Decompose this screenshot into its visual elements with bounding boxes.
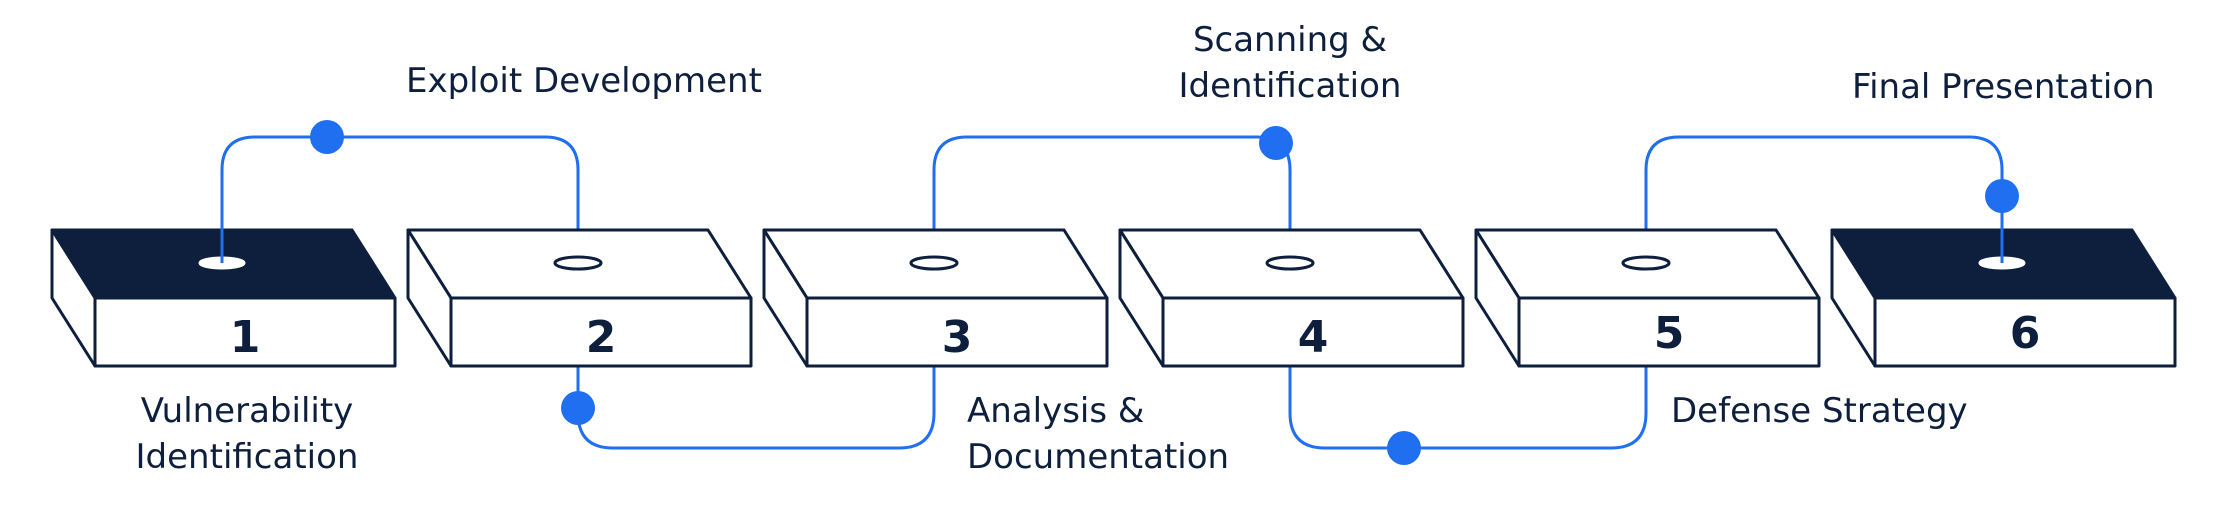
step-6-number: 6 — [2010, 308, 2041, 359]
step-5-hole — [1621, 255, 1671, 271]
step-4-label: Scanning & Identification — [1150, 17, 1430, 109]
connector-5-6 — [1644, 135, 2004, 263]
connector-dot-2-3 — [561, 391, 595, 425]
step-6-label-line1: Final Presentation — [1852, 67, 2155, 107]
step-5-label: Defense Strategy — [1671, 388, 1968, 434]
connector-dot-3-4 — [1259, 126, 1293, 160]
connector-dot-5-6 — [1985, 179, 2019, 213]
step-2-label: Exploit Development — [406, 58, 762, 104]
step-6-box: 6 — [1830, 228, 2177, 368]
step-6-label: Final Presentation — [1852, 64, 2155, 110]
step-5-number: 5 — [1654, 308, 1685, 359]
step-2-hole — [553, 255, 603, 271]
step-4-hole — [1265, 255, 1315, 271]
step-1-box: 1 — [50, 228, 397, 368]
connector-3-4 — [932, 135, 1292, 263]
step-3-box: 3 — [762, 228, 1109, 368]
step-4-label-line2: Identification — [1178, 66, 1402, 106]
step-1-label: Vulnerability Identification — [107, 388, 387, 480]
connector-dot-4-5 — [1387, 431, 1421, 465]
step-5-box: 5 — [1474, 228, 1821, 368]
step-2-label-line1: Exploit Development — [406, 61, 762, 101]
step-4-number: 4 — [1298, 312, 1329, 363]
connector-2-3 — [576, 367, 936, 450]
step-1-label-line1: Vulnerability — [140, 391, 354, 431]
connector-4-5 — [1288, 367, 1648, 450]
step-3-hole — [909, 255, 959, 271]
connector-dot-1-2 — [310, 120, 344, 154]
step-3-label-line1: Analysis & — [967, 391, 1145, 431]
step-2-number: 2 — [586, 312, 617, 363]
step-3-number: 3 — [942, 312, 973, 363]
step-2-box: 2 — [406, 228, 753, 368]
step-3-label-line2: Documentation — [967, 437, 1230, 477]
step-4-label-line1: Scanning & — [1192, 20, 1388, 60]
step-1-label-line2: Identification — [135, 437, 359, 477]
step-3-label: Analysis & Documentation — [967, 388, 1229, 480]
step-5-label-line1: Defense Strategy — [1671, 391, 1968, 431]
connector-1-2 — [220, 135, 580, 263]
step-4-box: 4 — [1118, 228, 1465, 368]
step-1-number: 1 — [230, 312, 261, 363]
